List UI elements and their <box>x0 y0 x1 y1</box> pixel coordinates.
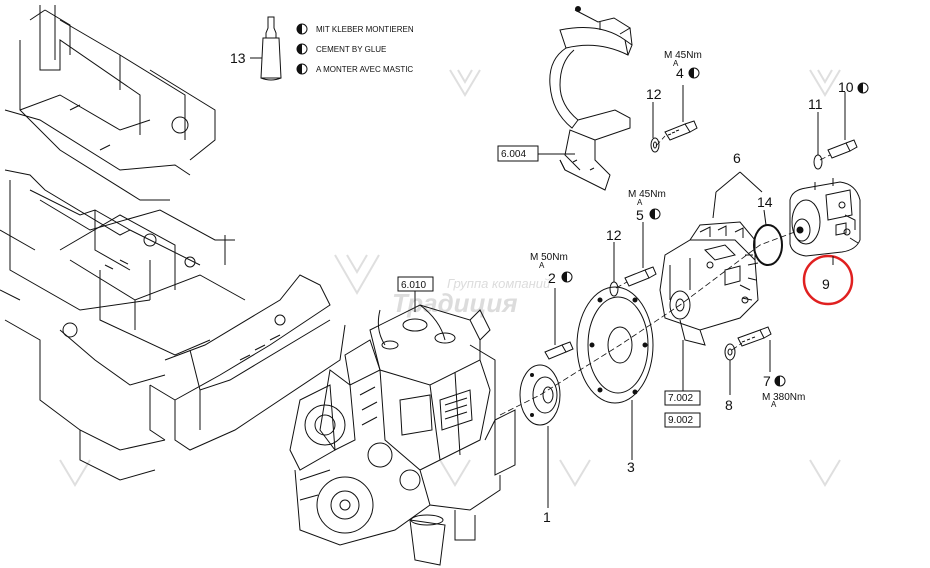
callout-6: 6 <box>733 150 741 166</box>
torque-5: M 45Nm <box>628 189 666 200</box>
callout-7: 7 <box>763 373 771 389</box>
assembly-axis <box>499 135 831 416</box>
hydraulic-pump-6 <box>659 221 759 346</box>
half-circle-icon <box>857 82 869 94</box>
torque-5-sub: A <box>637 198 643 207</box>
legend: 13 MIT KLEBER MONTIEREN CEMENT BY GLUE A… <box>230 16 414 81</box>
callout-12-top: 12 <box>646 86 662 102</box>
half-circle-icon <box>688 67 700 79</box>
callout-11: 11 <box>808 96 823 112</box>
legend-line-de: MIT KLEBER MONTIEREN <box>316 25 414 34</box>
watermark-brand: Традиция <box>392 288 518 318</box>
half-circle-icon <box>649 208 661 220</box>
bolt-10 <box>827 139 858 159</box>
strap-bracket <box>549 6 633 191</box>
half-circle-icon <box>296 23 308 75</box>
torque-7-sub: A <box>771 400 777 409</box>
half-circle-icon <box>774 375 786 387</box>
callout-1: 1 <box>543 509 551 525</box>
callout-9: 9 <box>822 276 830 292</box>
callout-8: 8 <box>725 397 733 413</box>
torque-2-sub: A <box>539 261 545 270</box>
half-circle-icon <box>561 271 573 283</box>
ref-box-9002 <box>664 412 701 428</box>
washer-11 <box>813 154 823 170</box>
watermark-company: Группа компаний <box>447 276 550 291</box>
flywheel-plate-3 <box>576 286 654 404</box>
callout-14: 14 <box>757 194 773 210</box>
engine <box>289 304 516 566</box>
gear-pump-9 <box>789 178 861 257</box>
legend-line-en: CEMENT BY GLUE <box>316 45 386 54</box>
legend-part-number: 13 <box>230 50 246 66</box>
torque-4: M 45Nm <box>664 50 702 61</box>
ref-7002: 7.002 <box>668 393 693 404</box>
callout-12-mid: 12 <box>606 227 622 243</box>
callout-2: 2 <box>548 270 556 286</box>
coupling-1 <box>519 364 561 426</box>
callout-3: 3 <box>627 459 635 475</box>
bolt-5 <box>624 266 657 287</box>
legend-line-fr: A MONTER AVEC MASTIC <box>316 65 413 74</box>
bolt-2 <box>544 341 574 360</box>
torque-2: M 50Nm <box>530 252 568 263</box>
ref-9002: 9.002 <box>668 415 693 426</box>
washer-12-top <box>650 137 660 153</box>
ref-6010: 6.010 <box>401 280 426 291</box>
washer-8 <box>724 343 736 361</box>
chassis-frame <box>0 5 346 481</box>
highlight-circle-9 <box>802 254 854 306</box>
bolt-7 <box>737 326 772 347</box>
o-ring-14 <box>753 224 783 266</box>
glue-tube-icon <box>260 16 282 81</box>
washer-12-mid <box>609 281 619 297</box>
torque-7: M 380Nm <box>762 392 805 403</box>
ref-6004: 6.004 <box>501 149 526 160</box>
bolt-4 <box>664 120 698 141</box>
torque-4-sub: A <box>673 59 679 68</box>
callout-10: 10 <box>838 79 854 95</box>
callout-4: 4 <box>676 65 684 81</box>
watermark: Группа компаний Традиция <box>59 69 841 487</box>
callout-5: 5 <box>636 207 644 223</box>
